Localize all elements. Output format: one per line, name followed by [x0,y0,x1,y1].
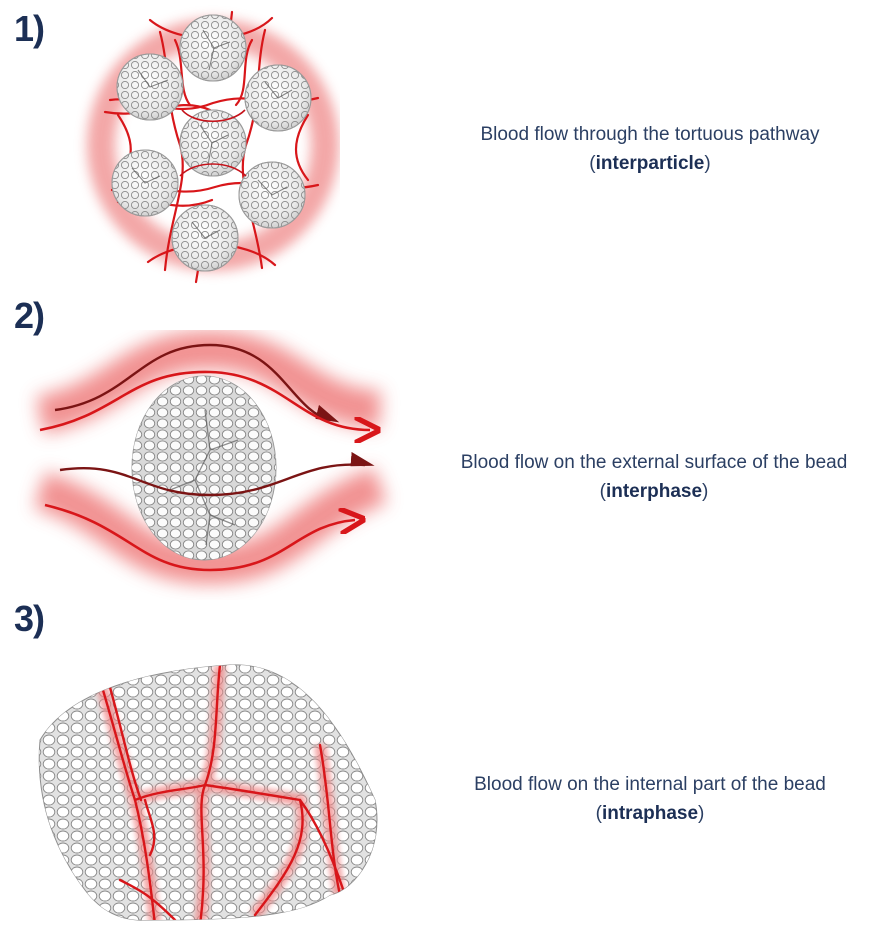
panel-1-caption-line: Blood flow through the tortuous pathway [420,120,880,149]
panel-1-term: interparticle [596,153,705,174]
panel-3-caption-line: Blood flow on the internal part of the b… [420,770,880,799]
panel-3-term-line: (intraphase) [420,799,880,828]
interparticle-flow-illustration [0,0,340,300]
panel-2-caption-line: Blood flow on the external surface of th… [416,448,892,477]
panel-1-term-line: (interparticle) [420,149,880,178]
panel-2-close-paren: ) [702,481,708,502]
panel-3-close-paren: ) [698,803,704,824]
panel-3-number: 3) [14,598,44,640]
interphase-flow-illustration [0,330,420,600]
panel-3-term: intraphase [602,803,698,824]
intraphase-flow-illustration [0,650,400,925]
panel-1-caption: Blood flow through the tortuous pathway … [420,120,880,178]
panel-1-close-paren: ) [704,153,710,174]
panel-3-caption: Blood flow on the internal part of the b… [420,770,880,828]
panel-2-term-line: (interphase) [416,477,892,506]
panel-2-term: interphase [606,481,702,502]
panel-2-caption: Blood flow on the external surface of th… [416,448,892,506]
